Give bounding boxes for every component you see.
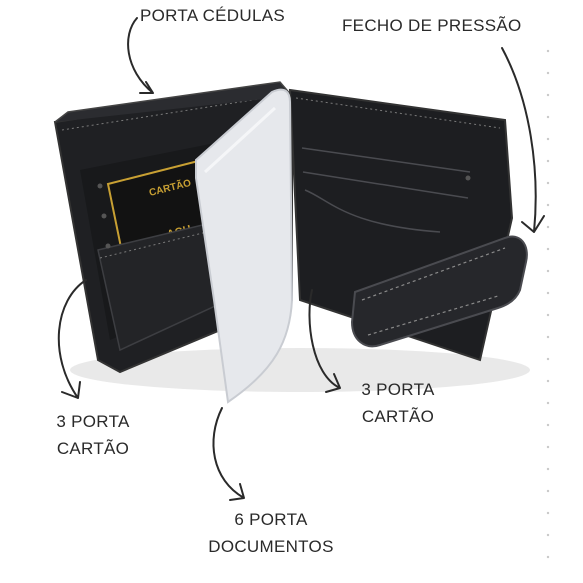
right-card-slot-3: [304, 189, 441, 233]
right-card-slot-1: [301, 147, 471, 173]
label-fecho-de-pressao: FECHO DE PRESSÃO: [342, 16, 522, 35]
wallet-shadow: [70, 348, 530, 392]
label-left-card-slots: 3 PORTA CARTÃO: [56, 412, 130, 458]
arrow-porta-cedulas: [127, 17, 154, 94]
arrow-documents: [212, 407, 245, 501]
arrows: [57, 17, 545, 501]
arrow-right-cards: [308, 289, 341, 393]
arrow-left-cards: [57, 279, 87, 399]
arrow-fecho: [501, 47, 545, 233]
right-card-slot-2: [302, 171, 469, 199]
label-document-slots: 6 PORTA DOCUMENTOS: [208, 510, 334, 556]
snap-strap: [350, 235, 528, 348]
side-dotted-guide: [546, 40, 550, 560]
document-sleeve: [195, 88, 294, 404]
label-porta-cedulas: PORTA CÉDULAS: [140, 6, 285, 25]
label-right-card-slots: 3 PORTA CARTÃO: [361, 380, 435, 426]
